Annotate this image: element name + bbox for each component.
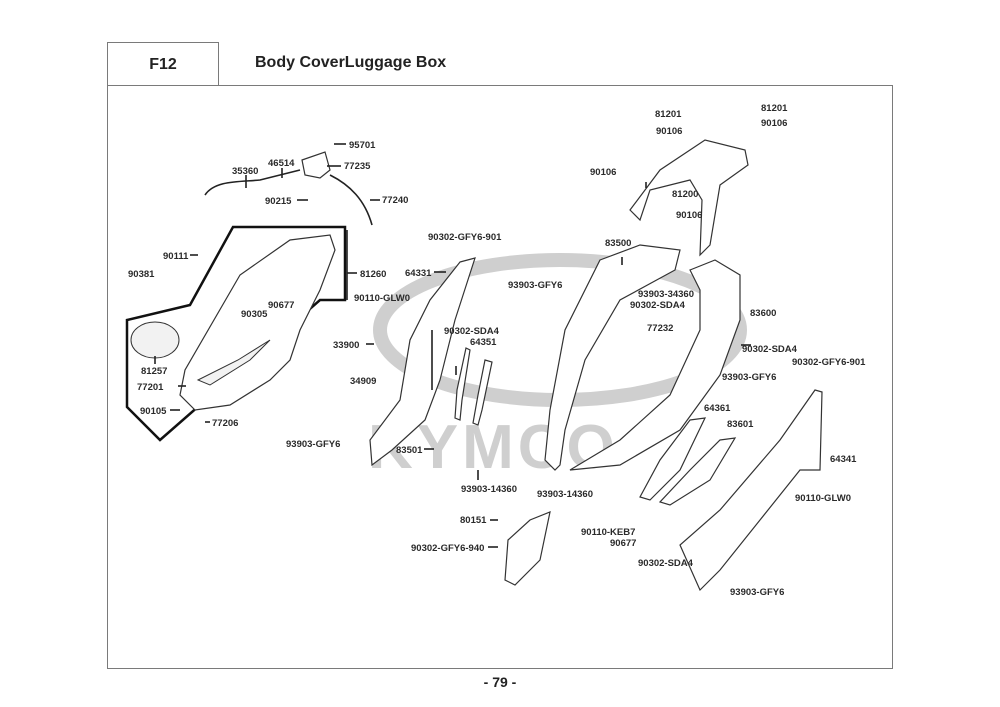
luggage-mat-part bbox=[130, 321, 180, 359]
part-label[interactable]: 33900 bbox=[333, 340, 359, 351]
strip-83601 bbox=[658, 437, 737, 506]
part-label[interactable]: 77235 bbox=[344, 161, 371, 172]
part-label[interactable]: 90111 bbox=[163, 251, 189, 262]
part-label[interactable]: 64351 bbox=[470, 337, 497, 348]
diagram-frame bbox=[107, 85, 893, 669]
part-label[interactable]: 77206 bbox=[212, 418, 238, 429]
part-label[interactable]: 93903-34360 bbox=[638, 289, 694, 300]
luggage-box-group-outline bbox=[125, 225, 347, 442]
part-label[interactable]: 83501 bbox=[396, 445, 423, 456]
part-label[interactable]: 90305 bbox=[241, 309, 268, 320]
section-code: F12 bbox=[107, 42, 219, 86]
part-label[interactable]: 90110-GLW0 bbox=[354, 293, 410, 304]
page-title: Body CoverLuggage Box bbox=[255, 54, 447, 71]
part-label[interactable]: 81257 bbox=[141, 366, 167, 377]
part-label[interactable]: 90302-SDA4 bbox=[630, 300, 686, 311]
part-label[interactable]: 83600 bbox=[750, 308, 776, 319]
part-label[interactable]: 77201 bbox=[137, 382, 164, 393]
part-label[interactable]: 81200 bbox=[672, 189, 698, 200]
part-label[interactable]: 81201 bbox=[761, 103, 788, 114]
latch-cable bbox=[329, 174, 373, 226]
part-label[interactable]: 34909 bbox=[350, 376, 376, 387]
part-label[interactable]: 46514 bbox=[268, 158, 295, 169]
part-label[interactable]: 90302-SDA4 bbox=[742, 344, 798, 355]
luggage-box-floor bbox=[196, 339, 271, 386]
part-label[interactable]: 93903-GFY6 bbox=[722, 372, 776, 383]
part-label[interactable]: 93903-GFY6 bbox=[730, 587, 784, 598]
part-label[interactable]: 64341 bbox=[830, 454, 857, 465]
part-label[interactable]: 90110-KEB7 bbox=[581, 527, 635, 538]
part-label[interactable]: 83601 bbox=[727, 419, 754, 430]
part-labels: 95701 46514 77235 35360 90215 77240 9011… bbox=[128, 103, 866, 598]
body-cover-83500-part bbox=[544, 244, 681, 471]
part-label[interactable]: 90302-GFY6-901 bbox=[792, 357, 866, 368]
part-label[interactable]: 90302-GFY6-901 bbox=[428, 232, 502, 243]
part-label[interactable]: 64331 bbox=[405, 268, 432, 279]
page-number: - 79 - bbox=[483, 674, 517, 690]
part-label[interactable]: 90110-GLW0 bbox=[795, 493, 851, 504]
leader-lines bbox=[154, 143, 751, 548]
part-label[interactable]: 77240 bbox=[382, 195, 408, 206]
strip-64361 bbox=[639, 417, 707, 501]
part-label[interactable]: 77232 bbox=[647, 323, 673, 334]
seat-latch-part bbox=[301, 151, 331, 179]
strip-64351 bbox=[472, 359, 493, 426]
part-label[interactable]: 81201 bbox=[655, 109, 682, 120]
part-label[interactable]: 90677 bbox=[610, 538, 636, 549]
part-label[interactable]: 90215 bbox=[265, 196, 292, 207]
part-label[interactable]: 90106 bbox=[656, 126, 682, 137]
part-label[interactable]: 93903-GFY6 bbox=[286, 439, 340, 450]
part-label[interactable]: 90106 bbox=[761, 118, 787, 129]
body-cover-83600-part bbox=[569, 259, 741, 471]
seat-cable bbox=[204, 169, 301, 196]
part-label[interactable]: 90106 bbox=[676, 210, 702, 221]
part-label[interactable]: 80151 bbox=[460, 515, 487, 526]
part-label[interactable]: 93903-14360 bbox=[461, 484, 517, 495]
part-label[interactable]: 90105 bbox=[140, 406, 167, 417]
part-label[interactable]: 81260 bbox=[360, 269, 386, 280]
part-label[interactable]: 90677 bbox=[268, 300, 294, 311]
part-label[interactable]: 93903-14360 bbox=[537, 489, 593, 500]
part-label[interactable]: 90106 bbox=[590, 167, 616, 178]
part-label[interactable]: 93903-GFY6 bbox=[508, 280, 562, 291]
section-code-text: F12 bbox=[149, 55, 177, 73]
part-label[interactable]: 35360 bbox=[232, 166, 258, 177]
rear-center-cover-part bbox=[504, 511, 551, 586]
part-label[interactable]: 90302-SDA4 bbox=[638, 558, 694, 569]
kymco-watermark: KYMCO bbox=[368, 253, 747, 482]
part-label[interactable]: 90302-GFY6-940 bbox=[411, 543, 484, 554]
part-label[interactable]: 83500 bbox=[605, 238, 631, 249]
left-body-cover-part bbox=[369, 257, 476, 467]
part-label[interactable]: 95701 bbox=[349, 140, 376, 151]
grab-rail-part bbox=[629, 139, 749, 257]
part-label[interactable]: 90381 bbox=[128, 269, 155, 280]
part-label[interactable]: 64361 bbox=[704, 403, 731, 414]
luggage-box-part bbox=[179, 234, 336, 411]
strip-83501 bbox=[454, 347, 471, 421]
part-label[interactable]: 90302-SDA4 bbox=[444, 326, 500, 337]
right-body-cover-part bbox=[679, 389, 823, 592]
